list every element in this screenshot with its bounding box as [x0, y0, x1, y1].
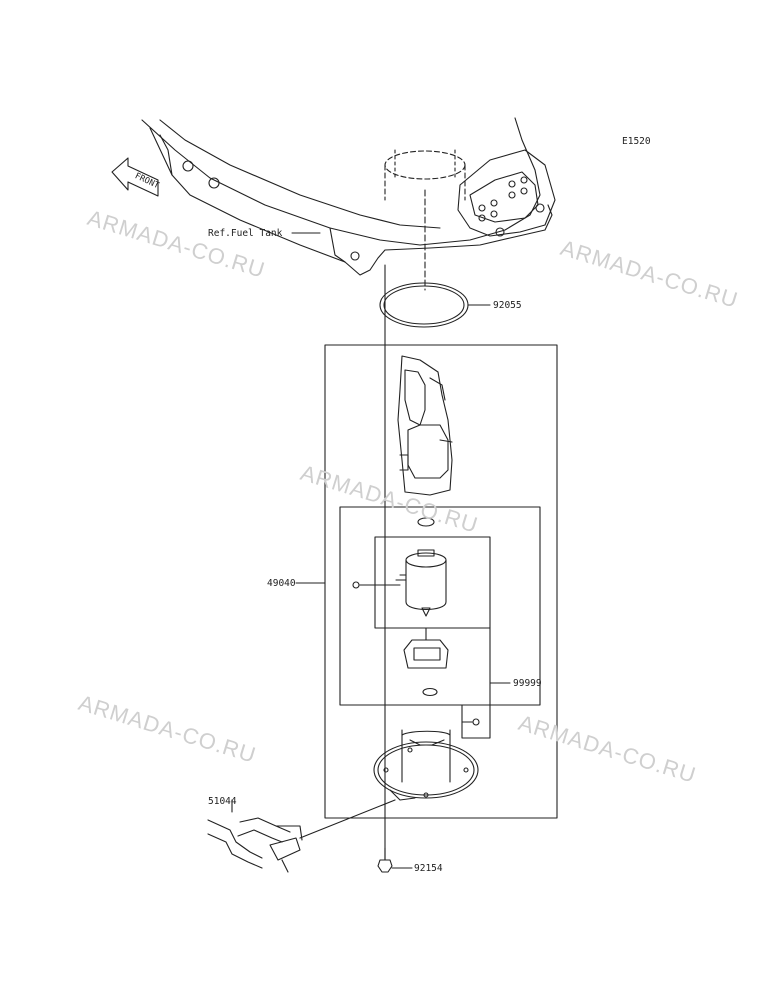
- kit-sub-bracket: [374, 536, 491, 629]
- part-51044-label: 51044: [208, 796, 237, 807]
- pump-motor: [352, 549, 447, 617]
- lower-washer: [422, 687, 438, 697]
- top-washer: [417, 517, 435, 527]
- gasket-ring: [379, 282, 491, 328]
- kit-inner-bracket: [339, 506, 541, 706]
- assy-bracket: [324, 344, 558, 819]
- part-49040-label: 49040: [267, 578, 296, 589]
- ref-fuel-tank-label: Ref.Fuel Tank: [208, 228, 283, 239]
- base-flange: [373, 729, 479, 801]
- part-99999-label: 99999: [513, 678, 542, 689]
- bolt: [377, 847, 413, 873]
- hose: [207, 799, 396, 873]
- filter-cap: [403, 627, 449, 669]
- small-screw: [461, 718, 480, 726]
- frame-bracket: [141, 117, 556, 291]
- diagram-code: E1520: [622, 136, 651, 147]
- pump-housing: [397, 355, 453, 496]
- part-92055-label: 92055: [493, 300, 522, 311]
- part-92154-label: 92154: [414, 863, 443, 874]
- front-arrow-icon: [111, 157, 159, 197]
